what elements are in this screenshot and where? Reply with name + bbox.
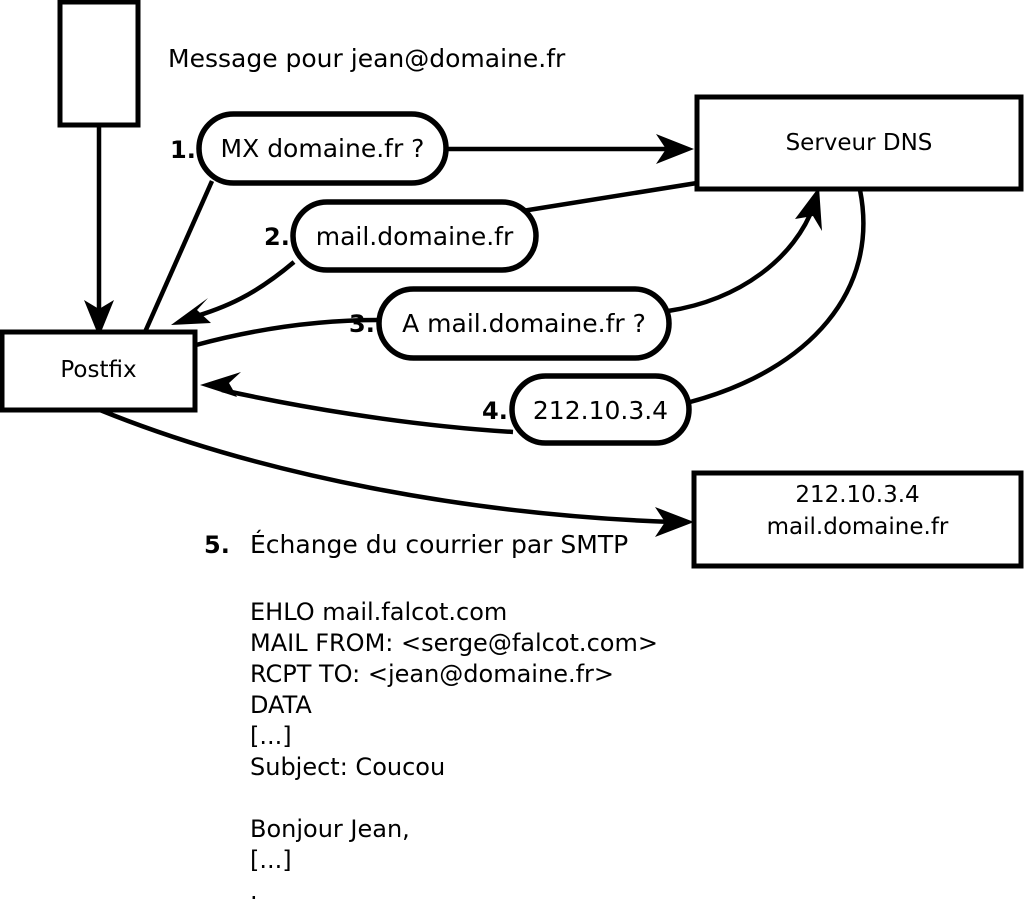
client-box[interactable] [57, 0, 141, 128]
smtp-transcript-line: Subject: Coucou [250, 753, 446, 781]
step-3-label: A mail.domaine.fr ? [402, 309, 646, 338]
step-4-number: 4. [482, 397, 508, 425]
edge-client-to-postfix [84, 125, 114, 337]
smtp-transcript-line: DATA [250, 691, 312, 719]
step-1-number: 1. [170, 136, 196, 164]
page-title: Message pour jean@domaine.fr [168, 44, 566, 73]
step-5-number: 5. [204, 531, 230, 559]
target-mail-server-box[interactable] [691, 470, 1024, 569]
step-1-bubble[interactable] [196, 111, 449, 186]
edge-postfix-to-target [99, 407, 694, 537]
edge-dns-to-step4 [689, 189, 866, 405]
edge-postfix-to-step1 [142, 180, 215, 333]
edge-postfix-to-step3 [195, 317, 380, 348]
target-hostname-label: mail.domaine.fr [766, 514, 949, 540]
edge-step1-to-dns [448, 134, 694, 164]
smtp-transcript-line: RCPT TO: <jean@domaine.fr> [250, 660, 615, 688]
smtp-transcript-line [250, 783, 658, 814]
edge-step4-to-postfix [200, 372, 514, 435]
edge-dns-to-step2 [515, 180, 698, 215]
step-2-number: 2. [264, 223, 290, 251]
smtp-transcript-line: . [250, 877, 258, 905]
postfix-box[interactable] [0, 329, 198, 413]
dns-server-box[interactable] [694, 94, 1024, 192]
smtp-transcript-line: [...] [250, 722, 292, 750]
dns-server-label: Serveur DNS [785, 130, 933, 156]
step-1-label: MX domaine.fr ? [220, 134, 425, 163]
step-3-bubble[interactable] [376, 286, 672, 361]
step-4-label: 212.10.3.4 [532, 396, 669, 425]
edge-step2-to-postfix [171, 260, 296, 325]
smtp-transcript-line: MAIL FROM: <serge@falcot.com> [250, 629, 658, 657]
step-2-label: mail.domaine.fr [315, 222, 514, 251]
step-4-bubble[interactable] [509, 373, 692, 446]
smtp-transcript-line: Bonjour Jean, [250, 815, 410, 843]
postfix-label: Postfix [60, 357, 137, 383]
target-ip-label: 212.10.3.4 [795, 482, 920, 508]
step-2-bubble[interactable] [290, 199, 539, 273]
step-3-number: 3. [349, 310, 375, 338]
edge-step3-to-dns [667, 187, 822, 314]
smtp-transcript-line: [...] [250, 846, 292, 874]
step-5-label: Échange du courrier par SMTP [250, 530, 629, 559]
smtp-transcript-line: EHLO mail.falcot.com [250, 598, 508, 626]
